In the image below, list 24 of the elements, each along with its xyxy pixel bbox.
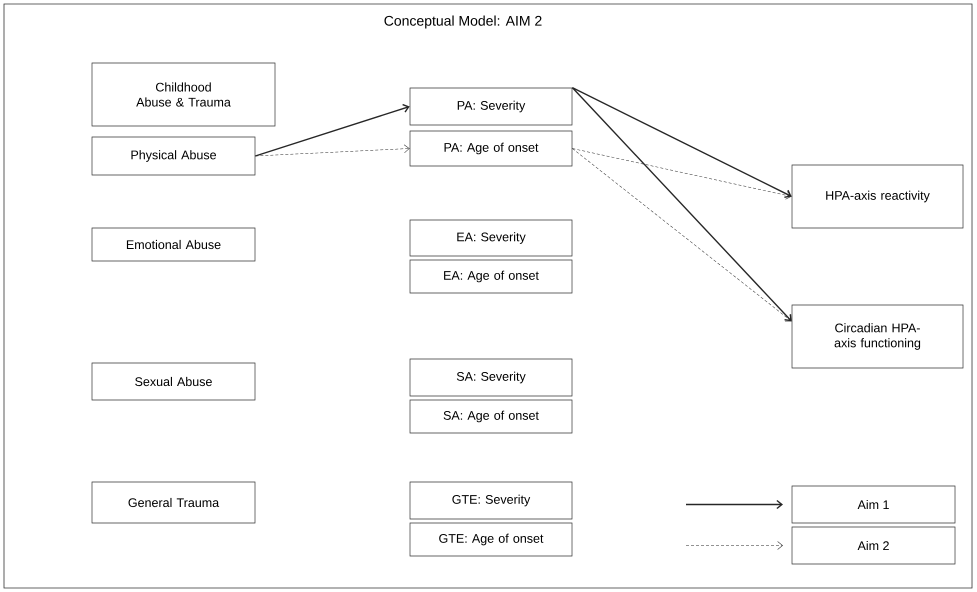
abuse-type-box: Physical Abuse (92, 136, 256, 176)
abuse-type-box: General Trauma (92, 482, 256, 524)
arrow (572, 148, 792, 200)
arrow (572, 148, 792, 322)
arrow (572, 87, 792, 322)
measure-box: EA: Severity (410, 220, 572, 256)
measure-box: SA: Age of onset (410, 400, 572, 434)
heading-box: Childhood Abuse & Trauma (92, 62, 276, 126)
outcome-box: HPA-axis reactivity (792, 164, 964, 228)
legend-box: Aim 1 (792, 486, 956, 524)
measure-box: PA: Severity (410, 88, 572, 126)
measure-box: SA: Severity (410, 358, 572, 396)
arrow (572, 87, 792, 198)
title: Conceptual Model: AIM 2 (384, 15, 542, 29)
legend-box: Aim 2 (792, 526, 956, 564)
measure-box: GTE: Age of onset (410, 522, 572, 556)
abuse-type-box: Sexual Abuse (92, 362, 256, 400)
arrow (255, 104, 410, 157)
measure-box: PA: Age of onset (410, 130, 572, 166)
measure-box: GTE: Severity (410, 482, 572, 520)
abuse-type-box: Emotional Abuse (92, 228, 256, 262)
measure-box: EA: Age of onset (410, 260, 572, 294)
outcome-box: Circadian HPA-axis functioning (792, 304, 964, 368)
arrow (255, 144, 410, 156)
